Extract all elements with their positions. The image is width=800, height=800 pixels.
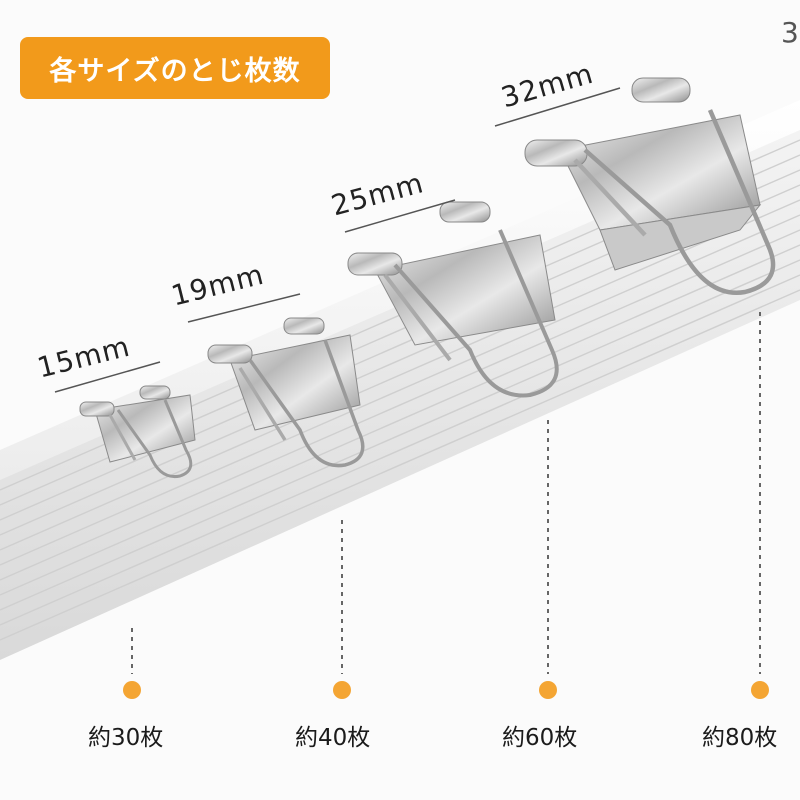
count-markers xyxy=(123,681,769,699)
count-marker-dot xyxy=(751,681,769,699)
title-badge: 各サイズのとじ枚数 xyxy=(20,37,330,99)
size-guide-lines xyxy=(54,87,621,393)
count-marker-dot xyxy=(539,681,557,699)
binder-clip-32mm xyxy=(524,77,776,296)
count-label-32mm: 約80枚 xyxy=(702,725,778,751)
binder-clip-25mm xyxy=(347,201,559,398)
count-label-15mm: 約30枚 xyxy=(88,725,164,751)
corner-text: 3 xyxy=(781,16,799,49)
binder-clip-15mm xyxy=(79,385,196,479)
count-guide-lines xyxy=(131,312,761,674)
count-marker-dot xyxy=(123,681,141,699)
count-marker-dot xyxy=(333,681,351,699)
count-label-25mm: 約60枚 xyxy=(502,725,578,751)
count-label-19mm: 約40枚 xyxy=(295,725,371,751)
binder-clip-19mm xyxy=(207,317,365,468)
